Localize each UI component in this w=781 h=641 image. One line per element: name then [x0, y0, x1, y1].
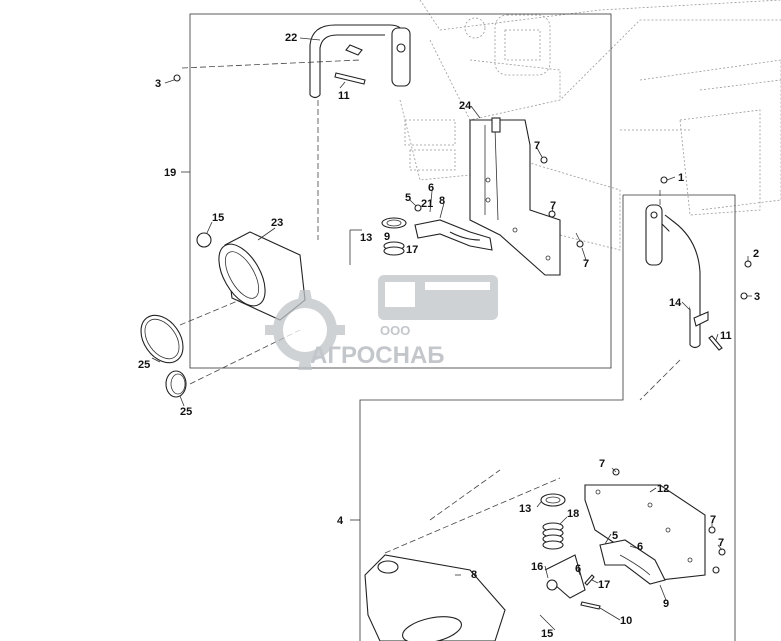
part-22-handle — [309, 24, 411, 99]
part-25-seal-large — [140, 314, 184, 364]
callout-17: 17 — [598, 579, 610, 591]
part-14-handle — [645, 204, 709, 349]
callout-6: 6 — [575, 563, 581, 575]
callout-25: 25 — [138, 359, 150, 371]
callout-7: 7 — [710, 514, 716, 526]
callout-9: 9 — [663, 598, 669, 610]
part-17-spring — [383, 241, 405, 256]
callout-19: 19 — [164, 167, 176, 179]
part-10-pin — [580, 601, 601, 610]
callout-4: 4 — [337, 515, 344, 527]
callout-14: 14 — [669, 297, 682, 309]
part-3-bolt-b — [740, 292, 748, 300]
part-13-washer — [381, 217, 407, 229]
callout-11: 11 — [338, 90, 350, 102]
callout-24: 24 — [459, 100, 472, 112]
part-7-bolt-e — [708, 526, 716, 534]
callout-23: 23 — [271, 217, 283, 229]
detail-frame-4 — [359, 195, 624, 641]
callout-11: 11 — [720, 330, 732, 342]
callout-13: 13 — [519, 503, 531, 515]
agrosnab-watermark-logo — [265, 275, 498, 370]
part-8-cover — [364, 554, 506, 641]
part-1-bolt — [660, 176, 668, 184]
part-7-bolt-c — [576, 240, 584, 248]
callout-15: 15 — [212, 212, 224, 224]
callout-12: 12 — [657, 483, 669, 495]
part-9-latch — [599, 539, 666, 585]
callout-21: 21 — [421, 198, 433, 210]
callout-9: 9 — [384, 231, 390, 243]
part-23-cover — [218, 231, 306, 321]
part-3-bolt — [173, 74, 181, 82]
part-15-o-ring — [196, 232, 212, 248]
callout-25: 25 — [180, 406, 192, 418]
callout-7: 7 — [599, 458, 605, 470]
callout-16: 16 — [531, 561, 543, 573]
part-24-bracket — [469, 117, 561, 276]
callout-6: 6 — [428, 182, 434, 194]
part-25-seal-small — [165, 370, 187, 398]
callout-8: 8 — [439, 195, 445, 207]
callout-13: 13 — [360, 232, 372, 244]
part-7-bolt-a — [540, 156, 548, 164]
part-16-lever — [544, 554, 586, 599]
tractor-background — [399, 0, 781, 251]
watermark-company: ООО — [380, 323, 410, 338]
callout-15: 15 — [541, 628, 553, 640]
callout-3: 3 — [754, 291, 760, 303]
callout-6: 6 — [637, 541, 643, 553]
callout-5: 5 — [405, 192, 411, 204]
part-7-bolt-f — [718, 548, 726, 556]
leader-lines — [151, 37, 752, 631]
callout-7: 7 — [550, 200, 556, 212]
callout-18: 18 — [567, 508, 579, 520]
callout-22: 22 — [285, 32, 297, 44]
callout-1: 1 — [678, 172, 684, 184]
callout-7: 7 — [534, 140, 540, 152]
part-21-latch-assembly — [414, 204, 493, 251]
callout-2: 2 — [753, 248, 759, 260]
detail-frame-19 — [189, 13, 612, 369]
part-13-washer-b — [540, 493, 566, 507]
callout-10: 10 — [620, 615, 632, 627]
callout-17: 17 — [406, 244, 418, 256]
part-7-bolt-g — [712, 566, 720, 574]
part-18-spring — [542, 522, 564, 550]
part-11-pin — [334, 72, 366, 85]
callout-3: 3 — [155, 78, 161, 90]
part-17-pin-b — [584, 574, 595, 586]
watermark-brand: АГРОСНАБ — [310, 342, 445, 369]
callout-8: 8 — [471, 569, 477, 581]
callout-5: 5 — [612, 530, 618, 542]
part-11-pin-b — [708, 335, 723, 351]
callout-7: 7 — [583, 258, 589, 270]
callout-7: 7 — [718, 537, 724, 549]
